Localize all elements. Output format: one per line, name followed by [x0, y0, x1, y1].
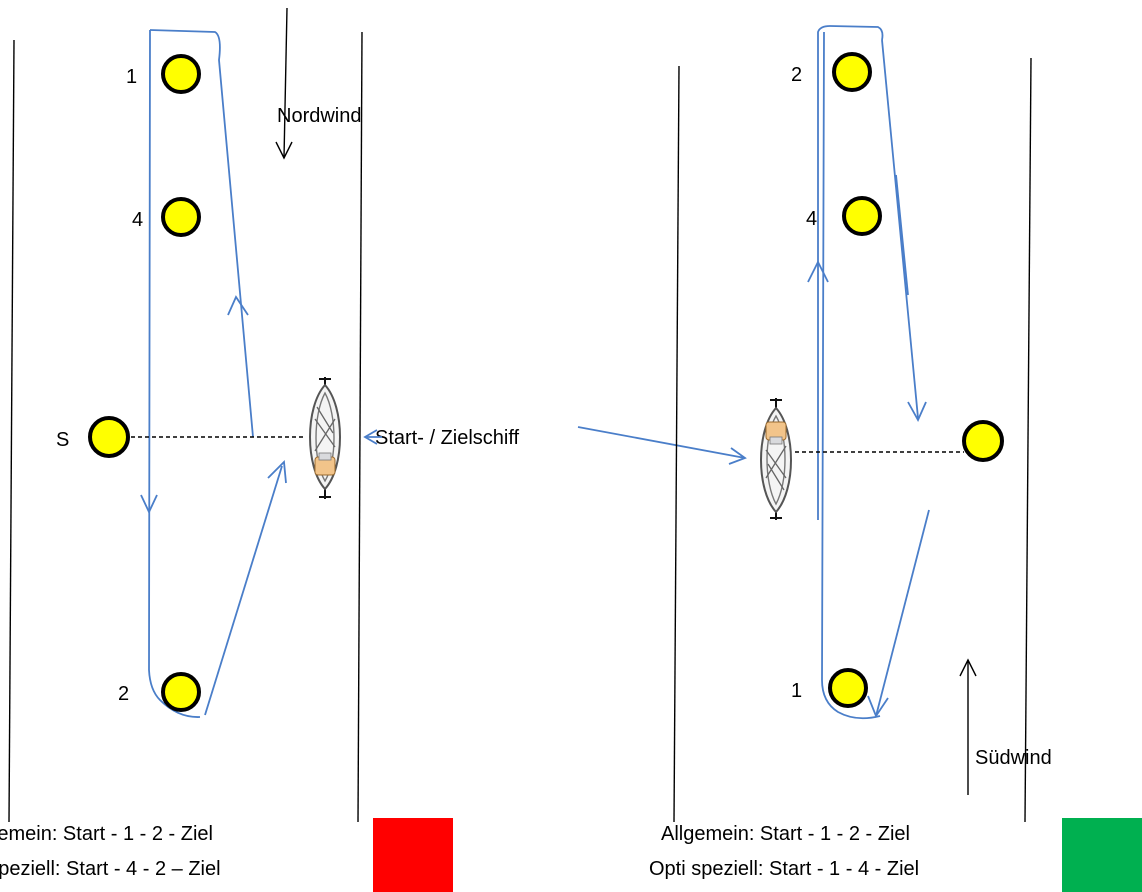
left-boundary-line [357, 31, 363, 823]
course-arrowhead [140, 494, 158, 515]
red-flag-swatch [373, 818, 453, 892]
mark-label: 2 [118, 683, 129, 705]
route-opti: Opti speziell: Start - 1 - 4 - Ziel [649, 858, 919, 880]
left-boundary-line [8, 39, 15, 823]
course-arrowhead [867, 695, 889, 718]
mark-label: 1 [126, 66, 137, 88]
course-path [817, 25, 884, 520]
mark-buoy [88, 416, 130, 458]
mark-label: 4 [132, 209, 143, 231]
committee-boat-callout: Start- / Zielschiff [363, 426, 747, 465]
course-path [895, 174, 909, 296]
left-route-caption: Allgemein: Start - 1 - 2 - Ziel Opti spe… [0, 823, 221, 880]
mark-buoy [161, 672, 201, 712]
wind-label: Nordwind [277, 105, 361, 127]
mark-buoy [828, 668, 868, 708]
right-route-caption: Allgemein: Start - 1 - 2 - Ziel Opti spe… [649, 823, 919, 880]
course-path [148, 29, 201, 718]
course-path [149, 29, 254, 438]
right-boundary-line [1024, 57, 1032, 823]
route-general: Allgemein: Start - 1 - 2 - Ziel [0, 823, 213, 845]
mark-label: 4 [806, 208, 817, 230]
route-opti: Opti speziell: Start - 4 - 2 – Ziel [0, 858, 221, 880]
left-course: Nordwind 1 4 S 2 [8, 7, 363, 823]
course-path [881, 39, 919, 419]
mark-buoy [161, 54, 201, 94]
course-path [875, 509, 930, 717]
course-path [821, 31, 881, 720]
wind-arrow-down [275, 7, 293, 160]
mark-label: 2 [791, 64, 802, 86]
mark-label: S [56, 429, 69, 451]
mark-label: 1 [791, 680, 802, 702]
route-general: Allgemein: Start - 1 - 2 - Ziel [661, 823, 910, 845]
course-arrowhead [907, 401, 927, 423]
course-arrowhead [227, 295, 249, 316]
course-arrowhead [267, 460, 287, 484]
mark-buoy [832, 52, 872, 92]
mark-buoy [842, 196, 882, 236]
committee-boat-icon [309, 377, 341, 499]
course-path [204, 465, 283, 716]
right-course: Südwind 2 4 1 [673, 25, 1052, 823]
mark-buoy [161, 197, 201, 237]
mark-buoy [962, 420, 1004, 462]
wind-label: Südwind [975, 747, 1052, 769]
green-flag-swatch [1062, 818, 1142, 892]
committee-boat-icon [760, 398, 792, 520]
course-arrowhead [807, 259, 829, 283]
committee-boat-label: Start- / Zielschiff [375, 427, 520, 449]
right-boundary-line [673, 65, 680, 823]
wind-arrow-up [959, 658, 977, 795]
